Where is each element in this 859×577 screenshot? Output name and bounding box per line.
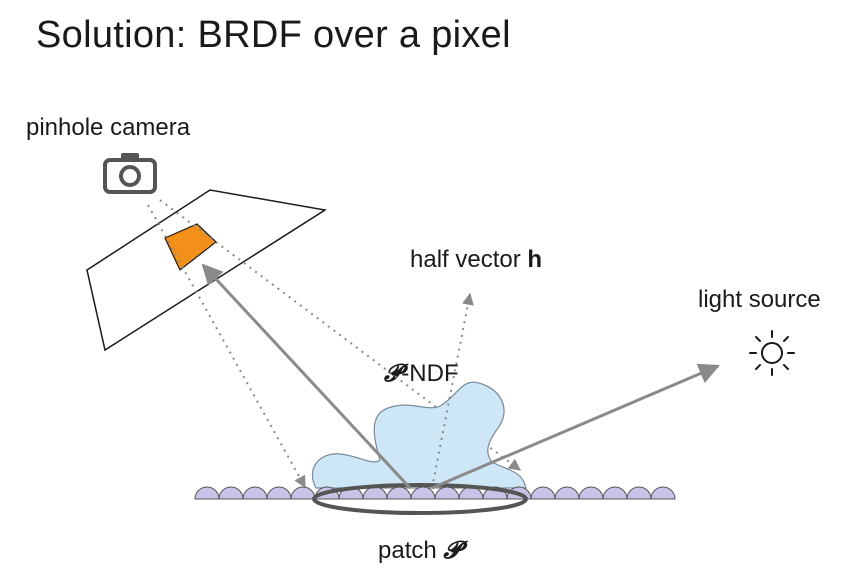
half-vector-arrow bbox=[431, 292, 474, 489]
half-vector-text: half vector bbox=[410, 246, 528, 273]
microfacet-surface bbox=[194, 486, 676, 500]
ndf-symbol: 𝓟 bbox=[384, 358, 402, 387]
view-direction-arrow bbox=[201, 263, 412, 490]
patch-text: patch bbox=[378, 537, 444, 564]
patch-symbol: 𝓟 bbox=[443, 535, 461, 564]
slide-title: Solution: BRDF over a pixel bbox=[36, 14, 511, 56]
light-direction-arrow bbox=[431, 363, 720, 490]
ndf-label: 𝓟-NDF bbox=[384, 358, 459, 388]
ndf-suffix: -NDF bbox=[401, 360, 459, 387]
half-vector-label: half vector h bbox=[410, 246, 542, 274]
half-vector-symbol: h bbox=[527, 246, 543, 273]
camera-ray-right bbox=[159, 199, 521, 471]
camera-icon bbox=[103, 153, 157, 194]
sun-icon bbox=[749, 330, 795, 376]
patch-label: patch 𝓟 bbox=[378, 535, 461, 565]
camera-label: pinhole camera bbox=[26, 114, 191, 141]
patch-ellipse bbox=[312, 483, 528, 515]
ndf-blob bbox=[311, 381, 527, 489]
light-source-label: light source bbox=[698, 286, 821, 313]
camera-ray-left bbox=[147, 204, 306, 489]
